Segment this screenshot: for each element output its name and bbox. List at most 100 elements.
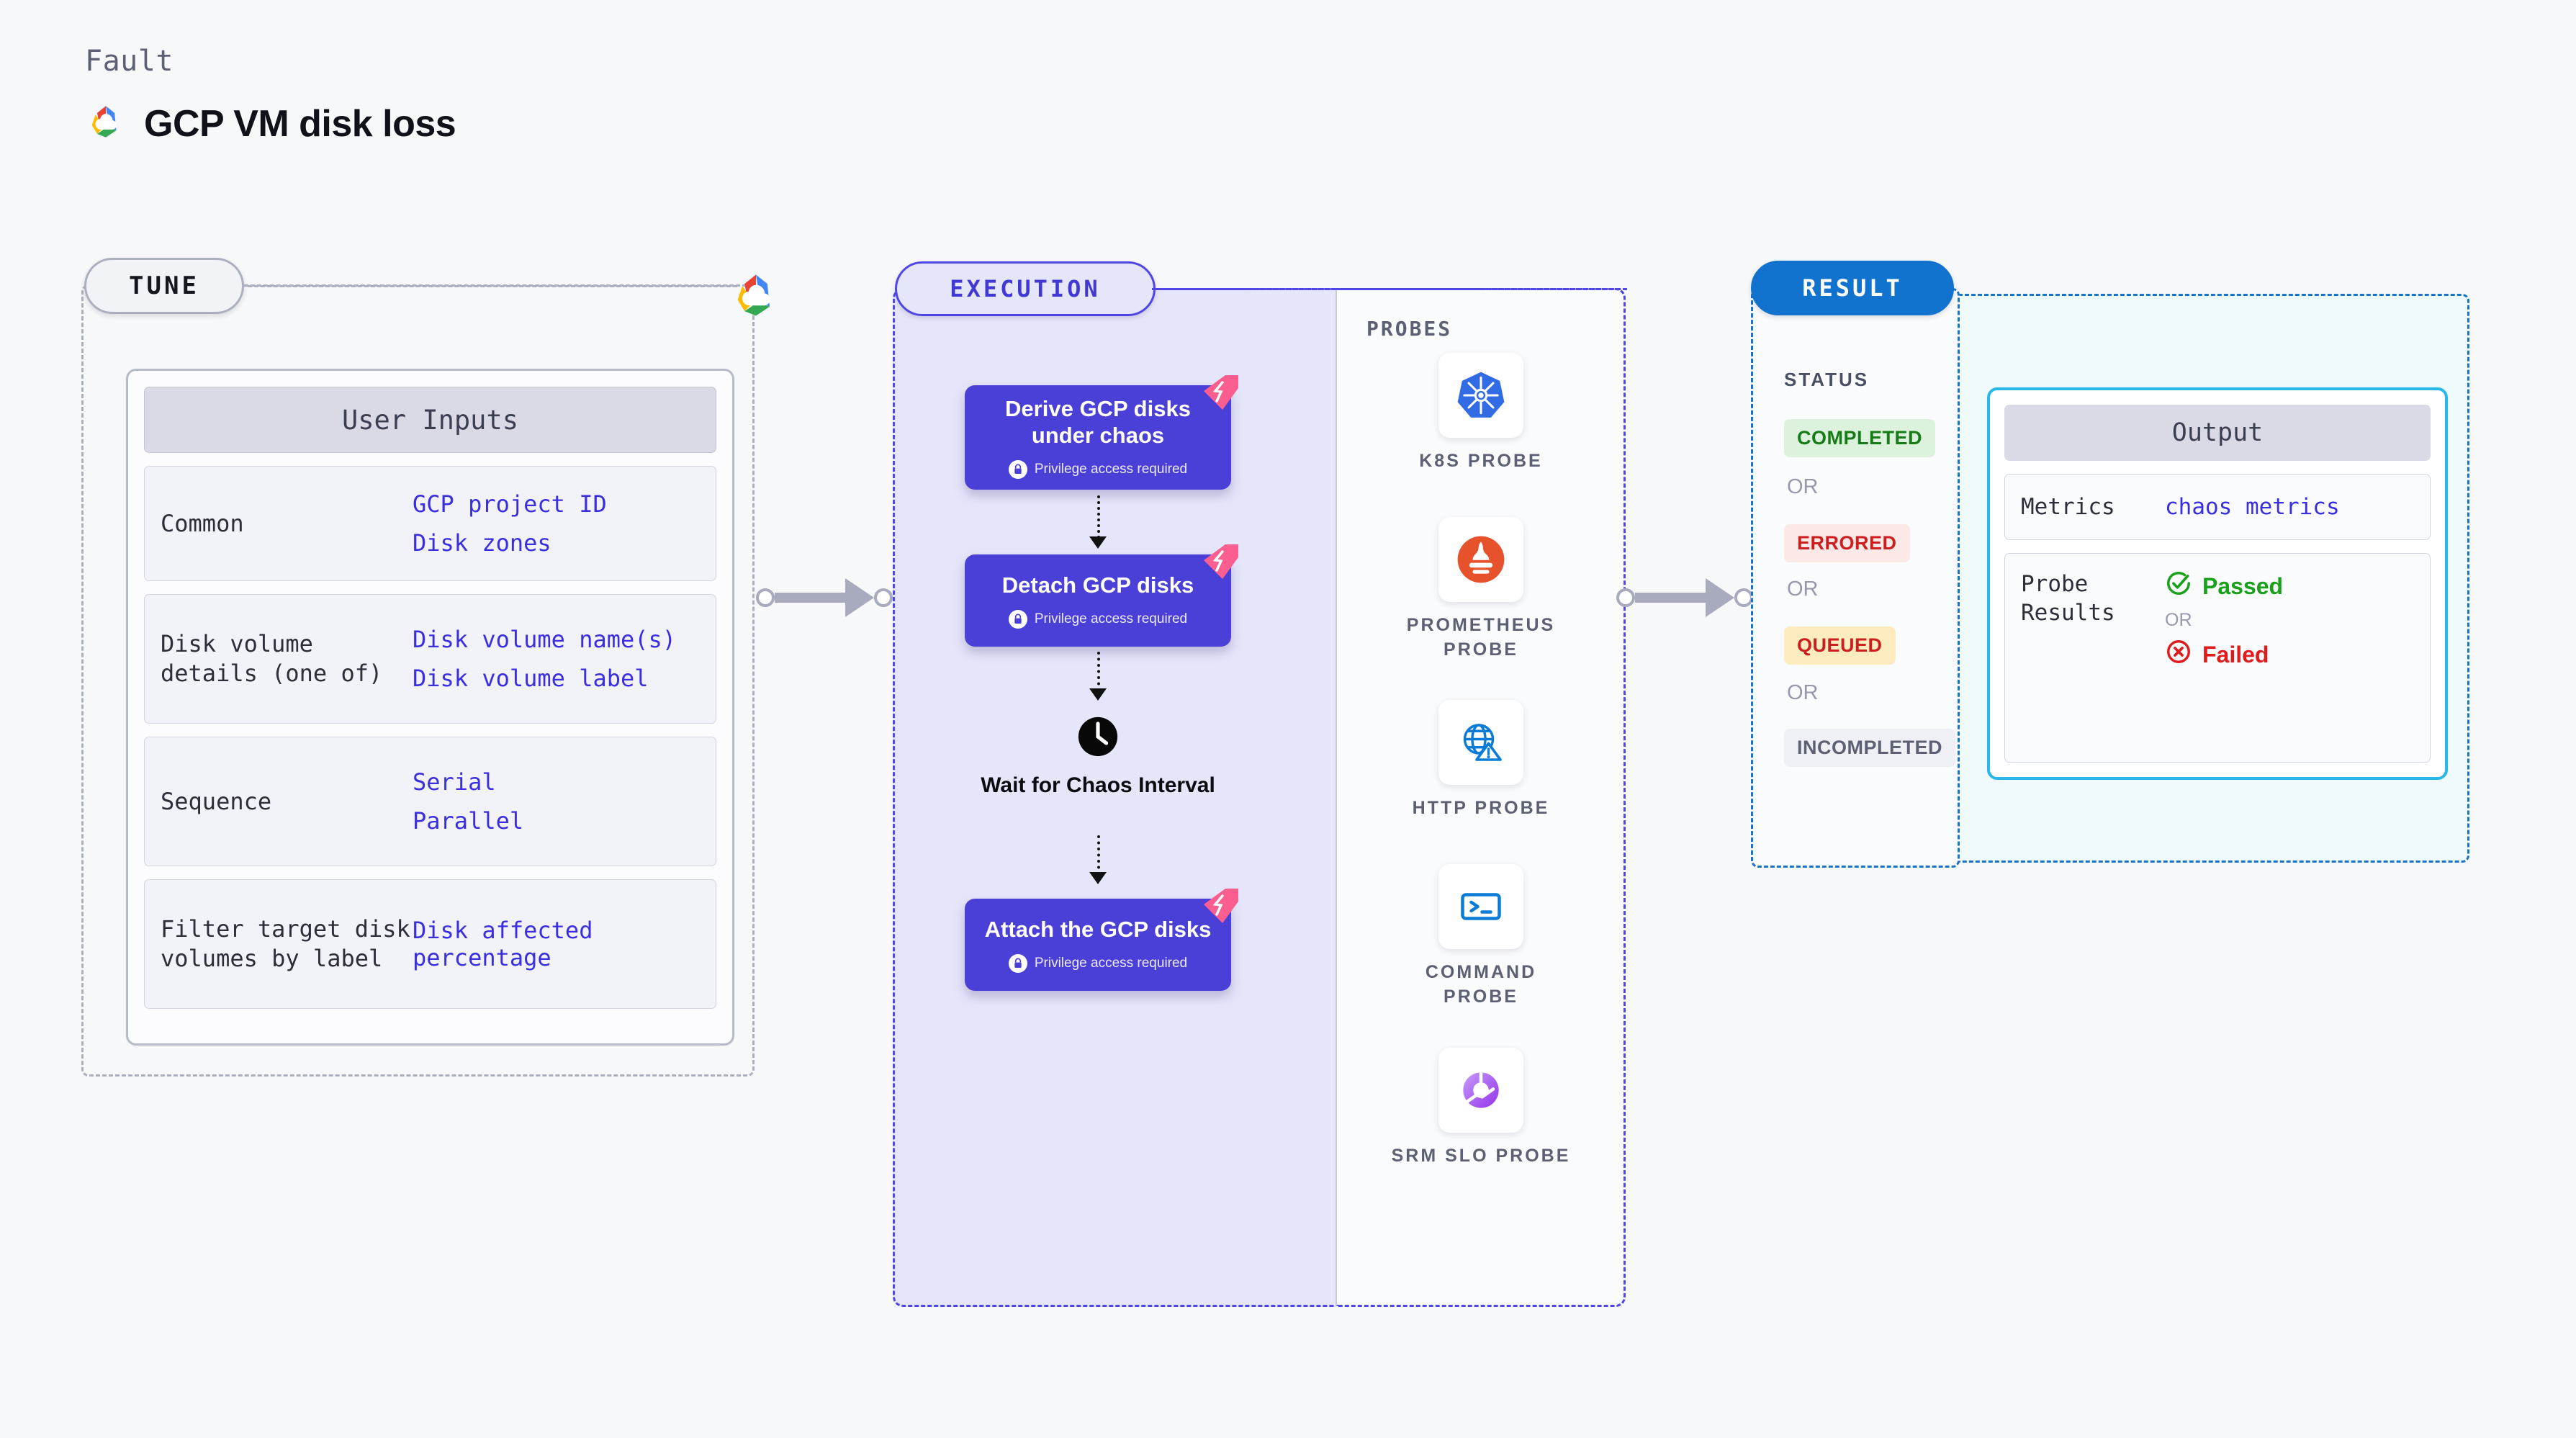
row-values: GCP project ID Disk zones	[413, 490, 700, 557]
status-title: STATUS	[1784, 369, 1870, 390]
row-value[interactable]: Disk volume label	[413, 665, 649, 692]
connector-dot	[756, 588, 775, 607]
probe-item-k8s[interactable]: K8S PROBE	[1387, 353, 1575, 474]
flow-connector-arrow	[1089, 536, 1107, 549]
terminal-icon	[1438, 864, 1523, 949]
or-label: OR	[1787, 681, 1819, 704]
execution-step-card[interactable]: Derive GCP disks under chaos Privilege a…	[965, 375, 1238, 490]
execution-step-card[interactable]: Detach GCP disks Privilege access requir…	[965, 544, 1238, 647]
execution-connector-dash	[1152, 288, 1627, 290]
probe-item-command[interactable]: COMMAND PROBE	[1387, 864, 1575, 1010]
step-title: Detach GCP disks	[1001, 572, 1194, 598]
prometheus-icon	[1438, 517, 1523, 602]
stage-pill-result[interactable]: RESULT	[1751, 261, 1954, 315]
http-globe-icon	[1438, 700, 1523, 785]
step-title: Derive GCP disks under chaos	[1005, 395, 1191, 448]
probe-item-srm-slo[interactable]: SRM SLO PROBE	[1387, 1048, 1575, 1169]
probe-results-list: Passed OR Failed	[2165, 570, 2414, 671]
user-inputs-title: User Inputs	[144, 387, 716, 453]
fault-ribbon-icon	[1201, 372, 1241, 413]
kubernetes-icon	[1438, 353, 1523, 438]
or-label: OR	[1787, 475, 1819, 498]
flow-connector-line	[1097, 652, 1100, 691]
check-circle-icon	[2165, 570, 2192, 603]
page-title: GCP VM disk loss	[144, 102, 456, 145]
row-value[interactable]: Disk zones	[413, 529, 551, 557]
output-row-key: Metrics	[2021, 493, 2115, 520]
flow-connector-line	[1097, 495, 1100, 539]
user-inputs-row[interactable]: Common GCP project ID Disk zones	[144, 466, 716, 581]
flow-connector-arrow	[1089, 688, 1107, 701]
row-key: Sequence	[161, 787, 272, 815]
connector-line	[1635, 593, 1706, 603]
connector-tune-to-execution	[756, 578, 893, 617]
page-kicker-label: Fault	[85, 45, 174, 78]
execution-step-card[interactable]: Attach the GCP disks Privilege access re…	[965, 889, 1238, 991]
user-inputs-row[interactable]: Filter target disk volumes by label Disk…	[144, 879, 716, 1009]
user-inputs-card: User Inputs Common GCP project ID Disk z…	[126, 369, 734, 1046]
lock-icon	[1008, 460, 1027, 480]
row-value[interactable]: Parallel	[413, 807, 524, 835]
flow-connector-line	[1097, 835, 1100, 875]
step-note: Privilege access required	[1034, 611, 1188, 627]
connector-line	[775, 593, 845, 603]
x-circle-icon	[2165, 638, 2192, 671]
user-inputs-row[interactable]: Sequence Serial Parallel	[144, 737, 716, 866]
probe-item-http[interactable]: HTTP PROBE	[1387, 700, 1575, 821]
srm-slo-icon	[1438, 1048, 1523, 1133]
row-values: Disk affected percentage	[413, 917, 700, 972]
tune-provider-gcp-logo-icon	[729, 268, 783, 323]
status-badge-completed: COMPLETED	[1784, 419, 1936, 457]
row-value[interactable]: Serial	[413, 768, 496, 796]
step-note-row: Privilege access required	[1008, 460, 1187, 480]
status-badge-errored: ERRORED	[1784, 524, 1910, 562]
output-probe-results-row: Probe Results Passed OR	[2004, 553, 2431, 763]
probe-label: K8S PROBE	[1419, 451, 1543, 471]
connector-dot	[874, 588, 893, 607]
output-title: Output	[2004, 405, 2431, 461]
user-inputs-row[interactable]: Disk volume details (one of) Disk volume…	[144, 594, 716, 724]
output-row-value[interactable]: chaos metrics	[2165, 494, 2340, 520]
connector-dot	[1616, 588, 1635, 607]
step-note-row: Privilege access required	[1008, 610, 1188, 629]
lock-icon	[1008, 610, 1027, 629]
connector-execution-to-result	[1616, 578, 1753, 617]
probes-title: PROBES	[1366, 317, 1453, 341]
step-note-row: Privilege access required	[1008, 954, 1188, 974]
execution-flow: Derive GCP disks under chaos Privilege a…	[893, 288, 1339, 1307]
probe-result-passed: Passed	[2165, 570, 2414, 603]
probes-panel	[1336, 288, 1626, 1307]
row-key: Filter target disk volumes by label	[161, 915, 410, 972]
lock-icon	[1008, 954, 1027, 974]
row-values: Serial Parallel	[413, 768, 700, 835]
output-row-key: Probe Results	[2021, 571, 2115, 626]
tune-connector-dash	[248, 285, 737, 287]
probe-label: HTTP PROBE	[1412, 798, 1550, 818]
connector-arrowhead	[845, 578, 874, 617]
step-title: Attach the GCP disks	[984, 916, 1212, 942]
row-key: Disk volume details (one of)	[161, 630, 383, 687]
probe-result-label: Passed	[2202, 572, 2284, 599]
probe-result-failed: Failed	[2165, 638, 2414, 671]
stage-pill-tune[interactable]: TUNE	[84, 258, 244, 314]
fault-ribbon-icon	[1201, 886, 1241, 926]
fault-ribbon-icon	[1201, 542, 1241, 582]
or-label: OR	[2165, 610, 2192, 630]
probe-label: SRM SLO PROBE	[1391, 1146, 1571, 1166]
row-value[interactable]: Disk volume name(s)	[413, 625, 677, 653]
output-metrics-row[interactable]: Metrics chaos metrics	[2004, 474, 2431, 540]
step-note: Privilege access required	[1034, 956, 1188, 971]
wait-node-label: Wait for Chaos Interval	[981, 773, 1215, 797]
or-label: OR	[1787, 578, 1819, 601]
probe-label: PROMETHEUS PROBE	[1406, 615, 1556, 660]
status-badge-incompleted: INCOMPLETED	[1784, 729, 1956, 767]
probe-item-prometheus[interactable]: PROMETHEUS PROBE	[1387, 517, 1575, 662]
gcp-logo-icon	[85, 101, 127, 146]
probe-result-label: Failed	[2202, 641, 2269, 668]
row-value[interactable]: Disk affected percentage	[413, 916, 593, 971]
status-badge-queued: QUEUED	[1784, 626, 1896, 665]
connector-arrowhead	[1706, 578, 1734, 617]
row-value[interactable]: GCP project ID	[413, 490, 607, 518]
wait-for-chaos-node[interactable]: Wait for Chaos Interval	[979, 714, 1217, 799]
